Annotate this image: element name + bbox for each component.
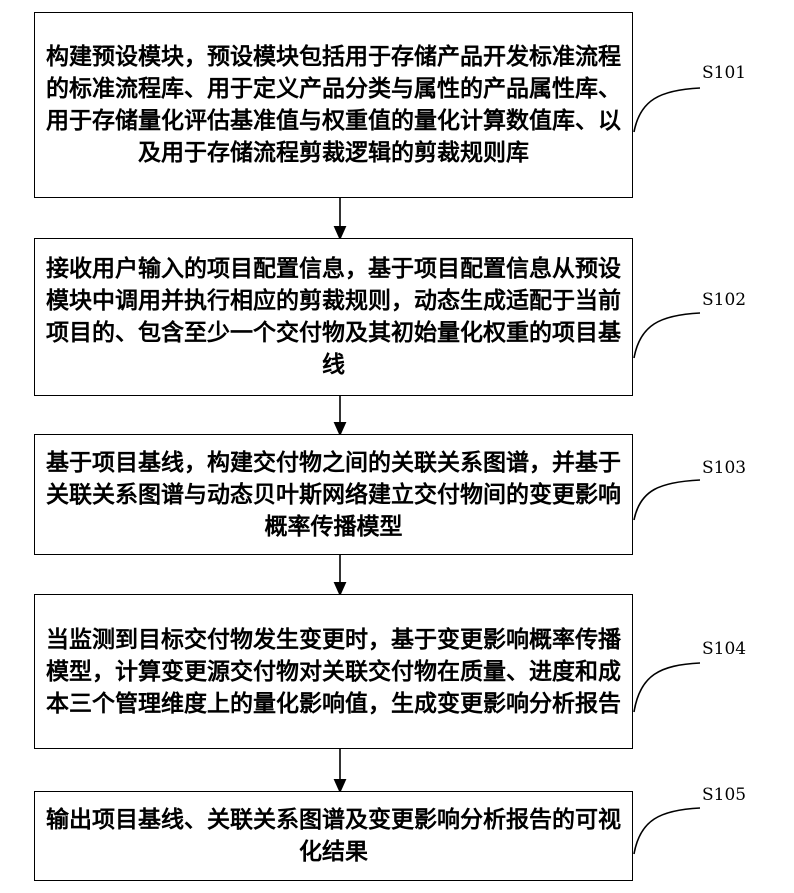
step-label-s101: S101 [702,63,746,83]
step-text-s103: 基于项目基线，构建交付物之间的关联关系图谱，并基于关联关系图谱与动态贝叶斯网络建… [35,447,632,543]
leader-s105 [634,808,700,854]
step-label-s105: S105 [702,785,746,805]
leader-s102 [634,313,700,358]
step-text-s102: 接收用户输入的项目配置信息，基于项目配置信息从预设模块中调用并执行相应的剪裁规则… [35,253,632,381]
step-label-s104: S104 [702,639,746,659]
step-text-s105: 输出项目基线、关联关系图谱及变更影响分析报告的可视化结果 [35,804,632,868]
step-box-s103: 基于项目基线，构建交付物之间的关联关系图谱，并基于关联关系图谱与动态贝叶斯网络建… [34,434,633,555]
step-box-s105: 输出项目基线、关联关系图谱及变更影响分析报告的可视化结果 [34,791,633,881]
step-text-s101: 构建预设模块，预设模块包括用于存储产品开发标准流程的标准流程库、用于定义产品分类… [35,41,632,169]
step-label-s103: S103 [702,458,746,478]
step-box-s104: 当监测到目标交付物发生变更时，基于变更影响概率传播模型，计算变更源交付物对关联交… [34,594,633,749]
step-label-s102: S102 [702,290,746,310]
leader-s104 [634,663,700,712]
step-box-s102: 接收用户输入的项目配置信息，基于项目配置信息从预设模块中调用并执行相应的剪裁规则… [34,238,633,396]
step-text-s104: 当监测到目标交付物发生变更时，基于变更影响概率传播模型，计算变更源交付物对关联交… [35,624,632,720]
step-box-s101: 构建预设模块，预设模块包括用于存储产品开发标准流程的标准流程库、用于定义产品分类… [34,12,633,198]
leader-s101 [634,88,700,132]
leader-s103 [634,480,700,520]
